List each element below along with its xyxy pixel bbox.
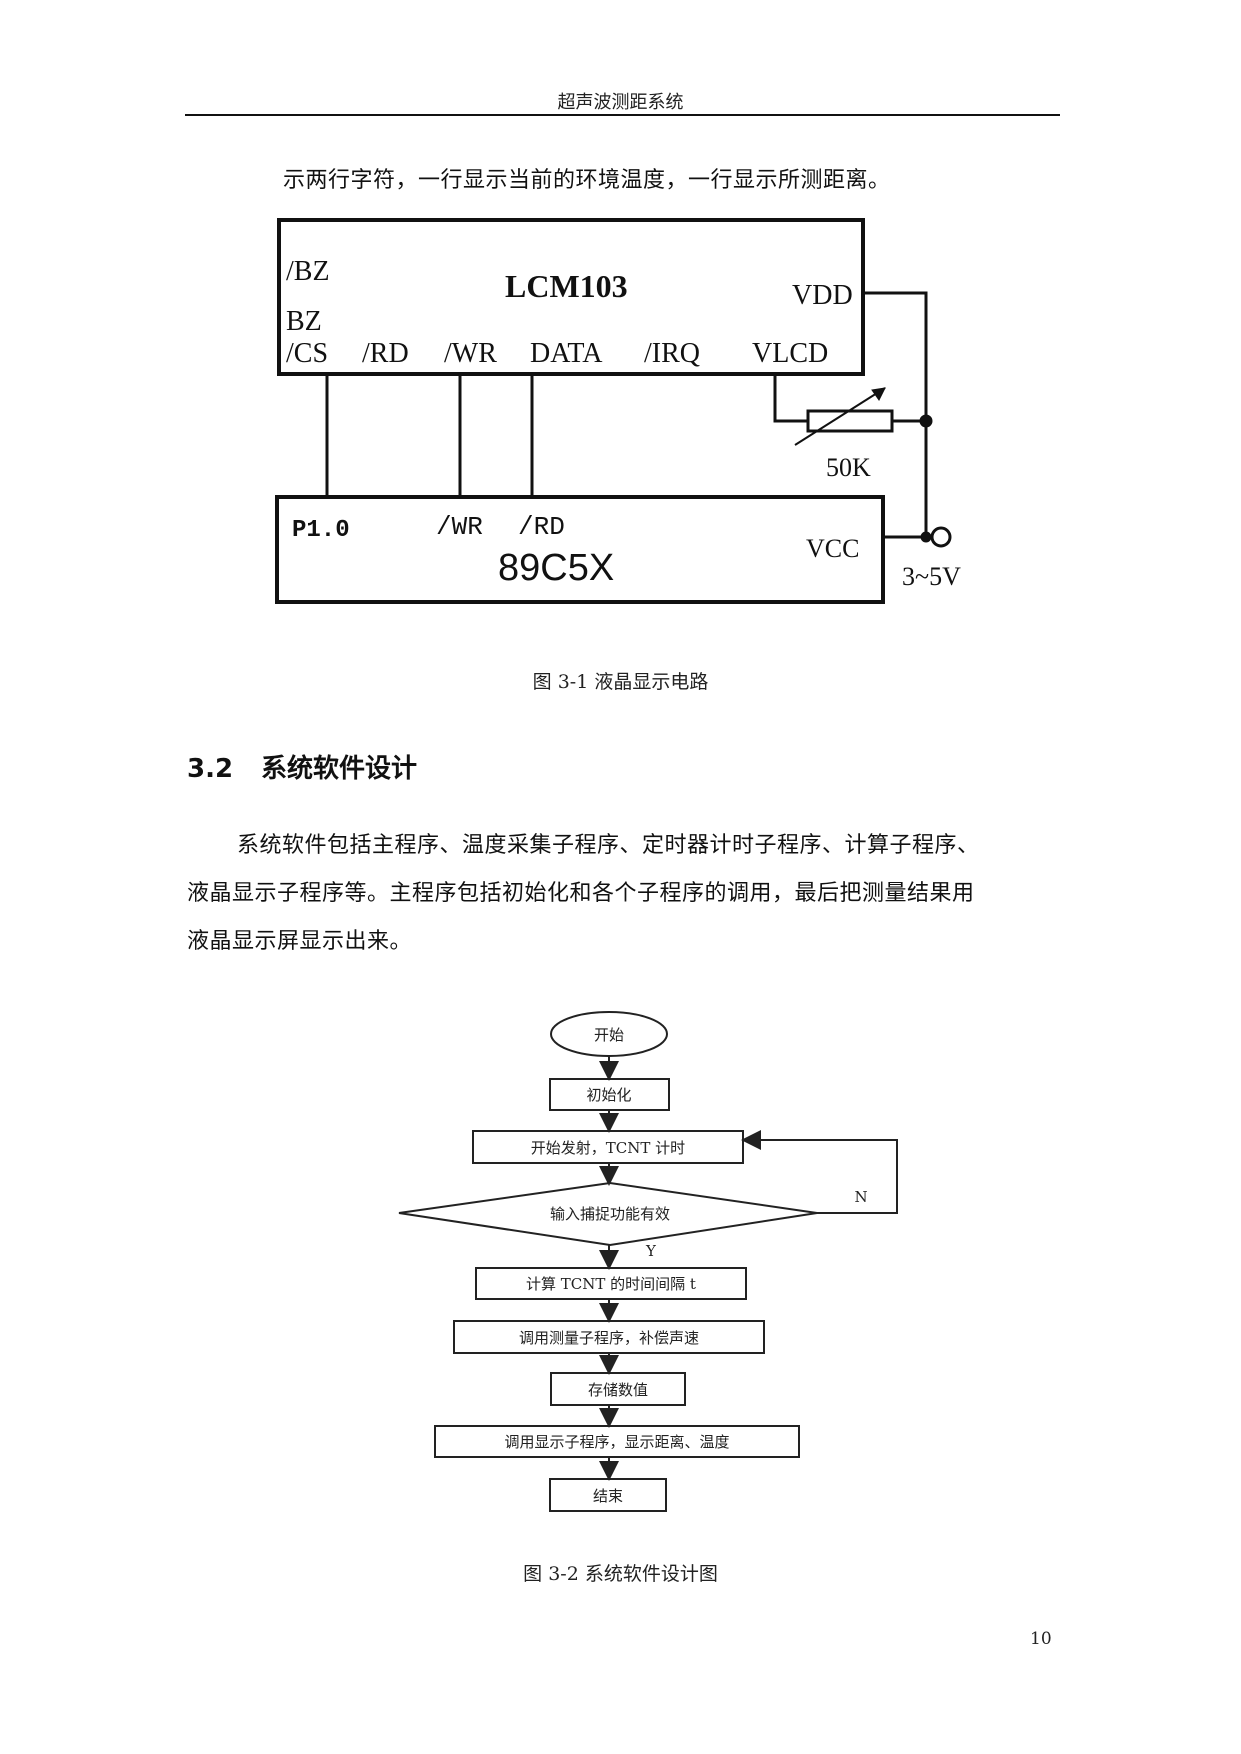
- flow-yes-label: Y: [645, 1242, 657, 1260]
- body-line: 液晶显示子程序等。主程序包括初始化和各个子程序的调用，最后把测量结果用: [187, 881, 975, 906]
- page-number: 10: [1030, 1629, 1052, 1649]
- figure1-caption: 图 3-1 液晶显示电路: [532, 671, 709, 693]
- pin-label-vlcd: VLCD: [752, 338, 828, 369]
- pin-label-bz: BZ: [286, 306, 322, 337]
- flow-init-text: 初始化: [586, 1086, 631, 1104]
- potentiometer-arrow: [794, 387, 886, 446]
- flow-display-text: 调用显示子程序，显示距离、温度: [504, 1433, 729, 1451]
- mcu-name: 89C5X: [498, 547, 614, 589]
- flow-launch-text: 开始发射，TCNT 计时: [531, 1139, 685, 1157]
- lcm-name: LCM103: [505, 268, 628, 304]
- section-title: 系统软件设计: [261, 754, 418, 784]
- pin-label-data: DATA: [530, 338, 603, 369]
- flow-end-text: 结束: [593, 1487, 623, 1505]
- pin-label-bz-bar: /BZ: [286, 256, 330, 287]
- mcu-pin-wr: /WR: [436, 512, 483, 542]
- intro-paragraph: 示两行字符，一行显示当前的环境温度，一行显示所测距离。: [283, 168, 891, 193]
- body-paragraph: 系统软件包括主程序、温度采集子程序、定时器计时子程序、计算子程序、 液晶显示子程…: [187, 822, 1067, 966]
- flow-decision-text: 输入捕捉功能有效: [550, 1205, 670, 1223]
- junction-dot: [919, 414, 933, 428]
- pin-label-rd: /RD: [362, 338, 409, 369]
- flow-no-label: N: [854, 1188, 867, 1206]
- body-line: 系统软件包括主程序、温度采集子程序、定时器计时子程序、计算子程序、: [237, 833, 980, 858]
- resistor-label: 50K: [826, 453, 871, 482]
- body-line: 液晶显示屏显示出来。: [187, 929, 413, 954]
- flow-measure-text: 调用测量子程序，补偿声速: [519, 1329, 699, 1347]
- mcu-pin-vcc: VCC: [806, 534, 859, 563]
- potentiometer-arrowhead: [871, 387, 886, 401]
- pin-label-wr: /WR: [444, 338, 497, 369]
- pin-label-vdd: VDD: [792, 280, 853, 311]
- figure2-caption: 图 3-2 系统软件设计图: [523, 1563, 718, 1585]
- wire-vdd: [863, 291, 928, 537]
- pin-label-irq: /IRQ: [644, 338, 700, 369]
- section-number: 3.2: [187, 754, 234, 784]
- flow-compute-text: 计算 TCNT 的时间间隔 t: [526, 1275, 696, 1293]
- supply-label: 3~5V: [902, 562, 961, 591]
- header-rule: [185, 114, 1060, 116]
- mcu-box: [275, 495, 885, 604]
- running-header: 超声波测距系统: [557, 92, 684, 113]
- mcu-pin-rd: /RD: [518, 512, 565, 542]
- flow-start-text: 开始: [594, 1026, 624, 1044]
- flow-store-text: 存储数值: [588, 1381, 648, 1399]
- pin-label-cs: /CS: [286, 338, 328, 369]
- wire-vlcd: [773, 374, 808, 423]
- section-heading: 3.2 系统软件设计: [187, 748, 417, 785]
- lcm-module-box: [277, 218, 865, 376]
- mcu-pin-p10: P1.0: [292, 517, 350, 544]
- flow-loop-arrow: [741, 1130, 898, 1214]
